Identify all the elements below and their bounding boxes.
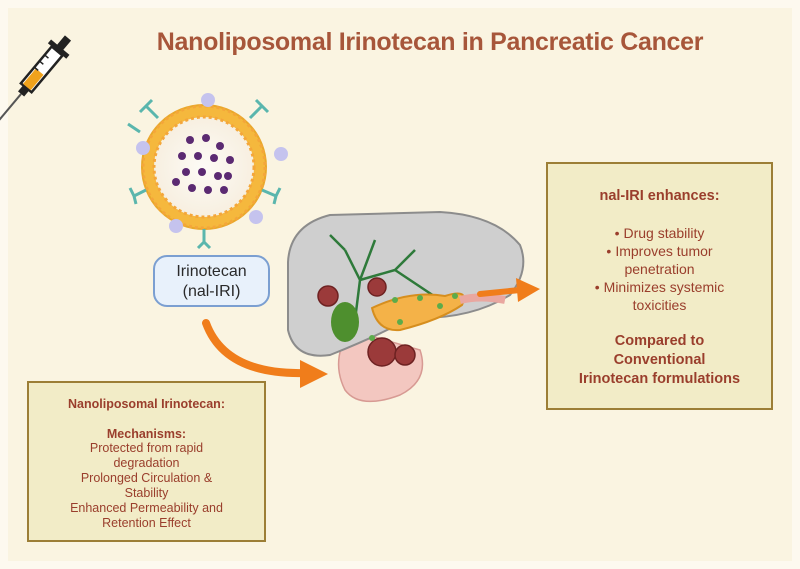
antibody-markers — [127, 98, 282, 250]
enhancements-list: •Drug stability •Improves tumor penetrat… — [548, 224, 771, 314]
mechanism-line: Protected from rapid — [89, 441, 204, 455]
enhancement-item: •Drug stability — [614, 225, 705, 241]
mechanism-line: Prolonged Circulation & — [80, 471, 213, 485]
mechanism-line: Stability — [124, 486, 169, 500]
tumor-markers — [317, 277, 416, 367]
comparison-text: Compared to Conventional Irinotecan form… — [548, 332, 771, 389]
mechanisms-box-heading: Nanoliposomal Irinotecan: — [68, 397, 225, 411]
mechanisms-subheading: Mechanisms: — [106, 427, 187, 441]
curved-arrow-icon — [202, 319, 309, 378]
drug-label-pill: Irinotecan (nal-IRI) — [153, 255, 270, 307]
enhancement-item-continued: penetration — [624, 261, 695, 277]
enhancements-heading: nal-IRI enhances: — [599, 188, 720, 204]
comparison-line: Irinotecan formulations — [578, 371, 741, 387]
drug-particles — [172, 134, 234, 194]
mechanism-line: Enhanced Permeability and — [70, 501, 223, 515]
ligand-markers — [136, 93, 288, 233]
mechanism-line: Retention Effect — [102, 516, 191, 530]
liver-pancreas-icon — [287, 210, 525, 403]
drug-label-line2: (nal-IRI) — [182, 283, 241, 300]
enhancement-item: •Minimizes systemic — [594, 279, 725, 295]
enhancement-item-continued: toxicities — [632, 297, 687, 313]
comparison-line: Conventional — [613, 352, 706, 368]
mechanisms-box: Nanoliposomal Irinotecan: Mechanisms: Pr… — [27, 381, 266, 542]
liposome-icon — [127, 93, 288, 250]
comparison-line: Compared to — [614, 333, 705, 349]
enhancement-item: •Improves tumor — [606, 243, 713, 259]
drug-label-line1: Irinotecan — [176, 263, 247, 280]
diagram-title: Nanoliposomal Irinotecan in Pancreatic C… — [156, 28, 704, 56]
syringe-icon — [0, 35, 72, 123]
right-arrow-icon — [477, 278, 540, 302]
enhancements-box: nal-IRI enhances: •Drug stability •Impro… — [546, 162, 773, 410]
mechanism-line: degradation — [113, 456, 180, 470]
